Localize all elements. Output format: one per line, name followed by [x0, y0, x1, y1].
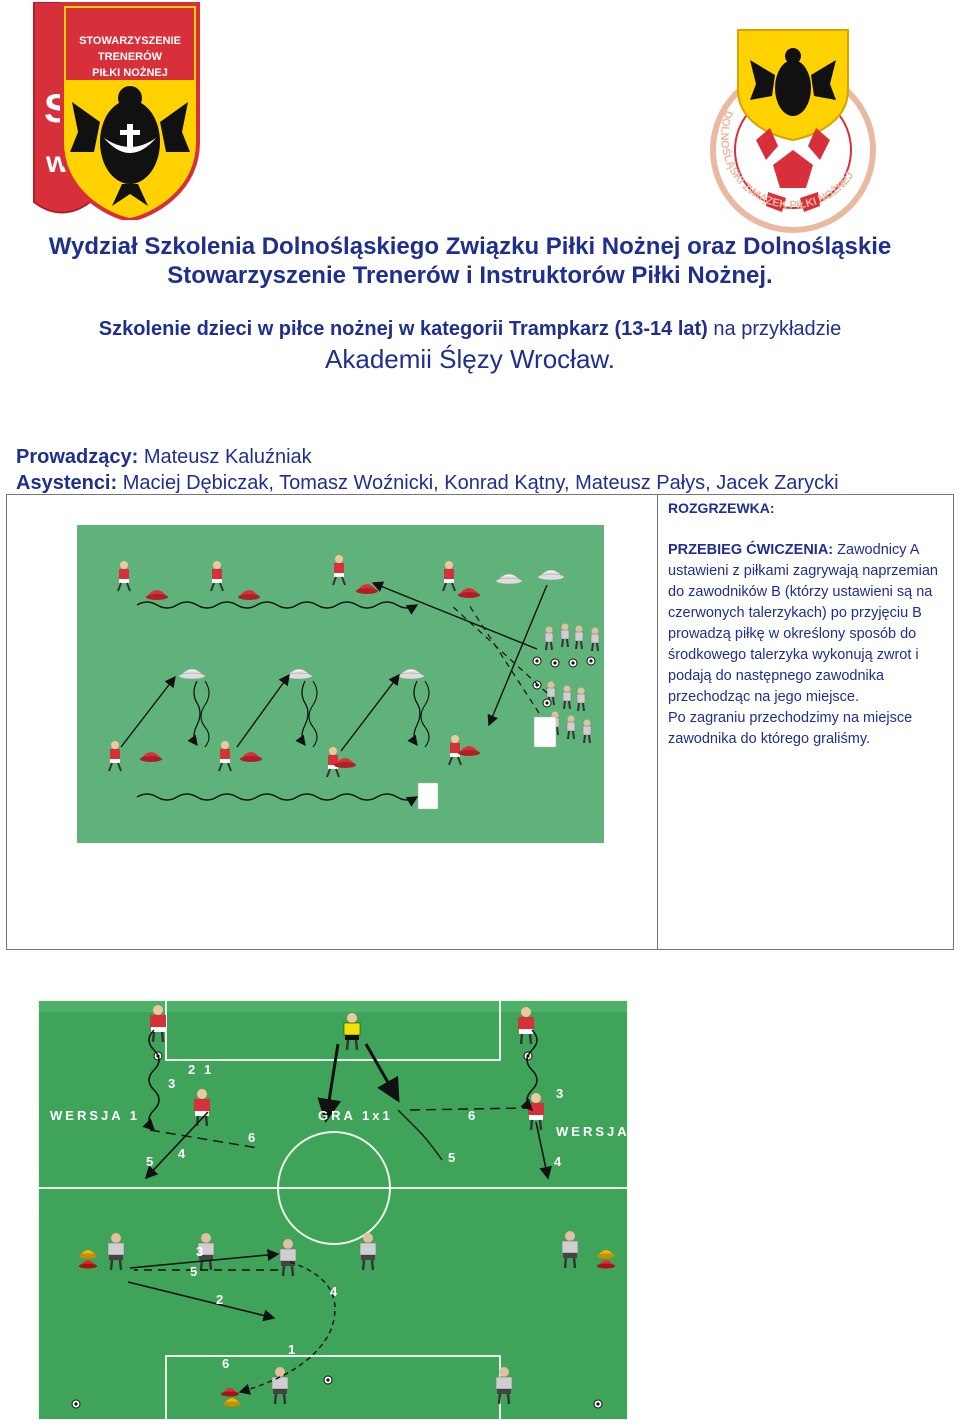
- academy-name: Akademii Ślęzy Wrocław.: [325, 344, 615, 374]
- subtitle-rest: na przykładzie: [707, 318, 842, 340]
- game-1x1-label: GRA 1x1: [318, 1108, 393, 1123]
- warmup-diagram: [77, 525, 604, 843]
- table-divider: [657, 494, 658, 950]
- dzpn-logo: DOLNOŚLĄSKI ZWIĄZEK PIŁKI NOŻNEJ: [708, 20, 878, 235]
- subtitle: Szkolenie dzieci w piłce nożnej w katego…: [0, 318, 940, 341]
- football-icon: [756, 128, 830, 212]
- step-number: 2: [188, 1062, 195, 1077]
- version-1-label: WERSJA 1: [50, 1108, 140, 1123]
- title-line-2: Stowarzyszenie Trenerów i Instruktorów P…: [167, 262, 773, 289]
- step-number: 2: [216, 1292, 223, 1307]
- lead-label: Prowadzący:: [16, 446, 139, 468]
- exercise-description: PRZEBIEG ĆWICZENIA: Zawodnicy A ustawien…: [668, 540, 950, 750]
- step-number: 3: [556, 1086, 563, 1101]
- logo-text-3: PIŁKI NOŻNEJ: [92, 66, 168, 79]
- subtitle-bold: Szkolenie dzieci w piłce nożnej w katego…: [98, 318, 708, 340]
- step-number: 6: [248, 1130, 255, 1145]
- exercise-heading: ROZGRZEWKA:: [668, 500, 775, 516]
- step-number: 5: [190, 1264, 197, 1279]
- title-line-1: Wydział Szkolenia Dolnośląskiego Związku…: [48, 233, 892, 260]
- assistants: Asystenci: Maciej Dębiczak, Tomasz Woźni…: [16, 472, 839, 495]
- description-text-2: Po zagraniu przechodzimy na miejsce zawo…: [668, 710, 913, 747]
- description-label: PRZEBIEG ĆWICZENIA:: [668, 542, 834, 558]
- game-1x1-diagram: WERSJA 1 GRA 1x1 WERSJA 2 1 2 3 4 5 6 6 …: [37, 999, 643, 1421]
- eagle-icon: [750, 48, 836, 116]
- assist-names: Maciej Dębiczak, Tomasz Woźnicki, Konrad…: [117, 472, 839, 494]
- lead-coach: Prowadzący: Mateusz Kaluźniak: [16, 446, 312, 469]
- exercise-table: [6, 494, 954, 950]
- step-number: 4: [178, 1146, 186, 1161]
- lead-name: Mateusz Kaluźniak: [138, 446, 312, 468]
- step-number: 3: [196, 1244, 203, 1259]
- stowarzyszenie-logo: S w STOWARZYSZENIE TRENERÓW PIŁKI NOŻNEJ: [32, 1, 202, 223]
- step-number: 6: [468, 1108, 475, 1123]
- assist-label: Asystenci:: [16, 472, 118, 494]
- step-number: 4: [330, 1284, 338, 1299]
- description-text: Zawodnicy A ustawieni z piłkami zagrywaj…: [668, 542, 938, 705]
- step-number: 3: [168, 1076, 175, 1091]
- step-number: 4: [554, 1154, 562, 1169]
- logo-text-1: STOWARZYSZENIE: [79, 35, 181, 47]
- step-number: 5: [448, 1150, 455, 1165]
- step-number: 1: [288, 1342, 295, 1357]
- document-title: Wydział Szkolenia Dolnośląskiego Związku…: [0, 232, 940, 290]
- step-number: 6: [222, 1356, 229, 1371]
- version-2-label: WERSJA 2: [556, 1124, 628, 1139]
- logo-text-2: TRENERÓW: [98, 50, 163, 63]
- step-number: 1: [204, 1062, 211, 1077]
- step-number: 5: [146, 1154, 153, 1169]
